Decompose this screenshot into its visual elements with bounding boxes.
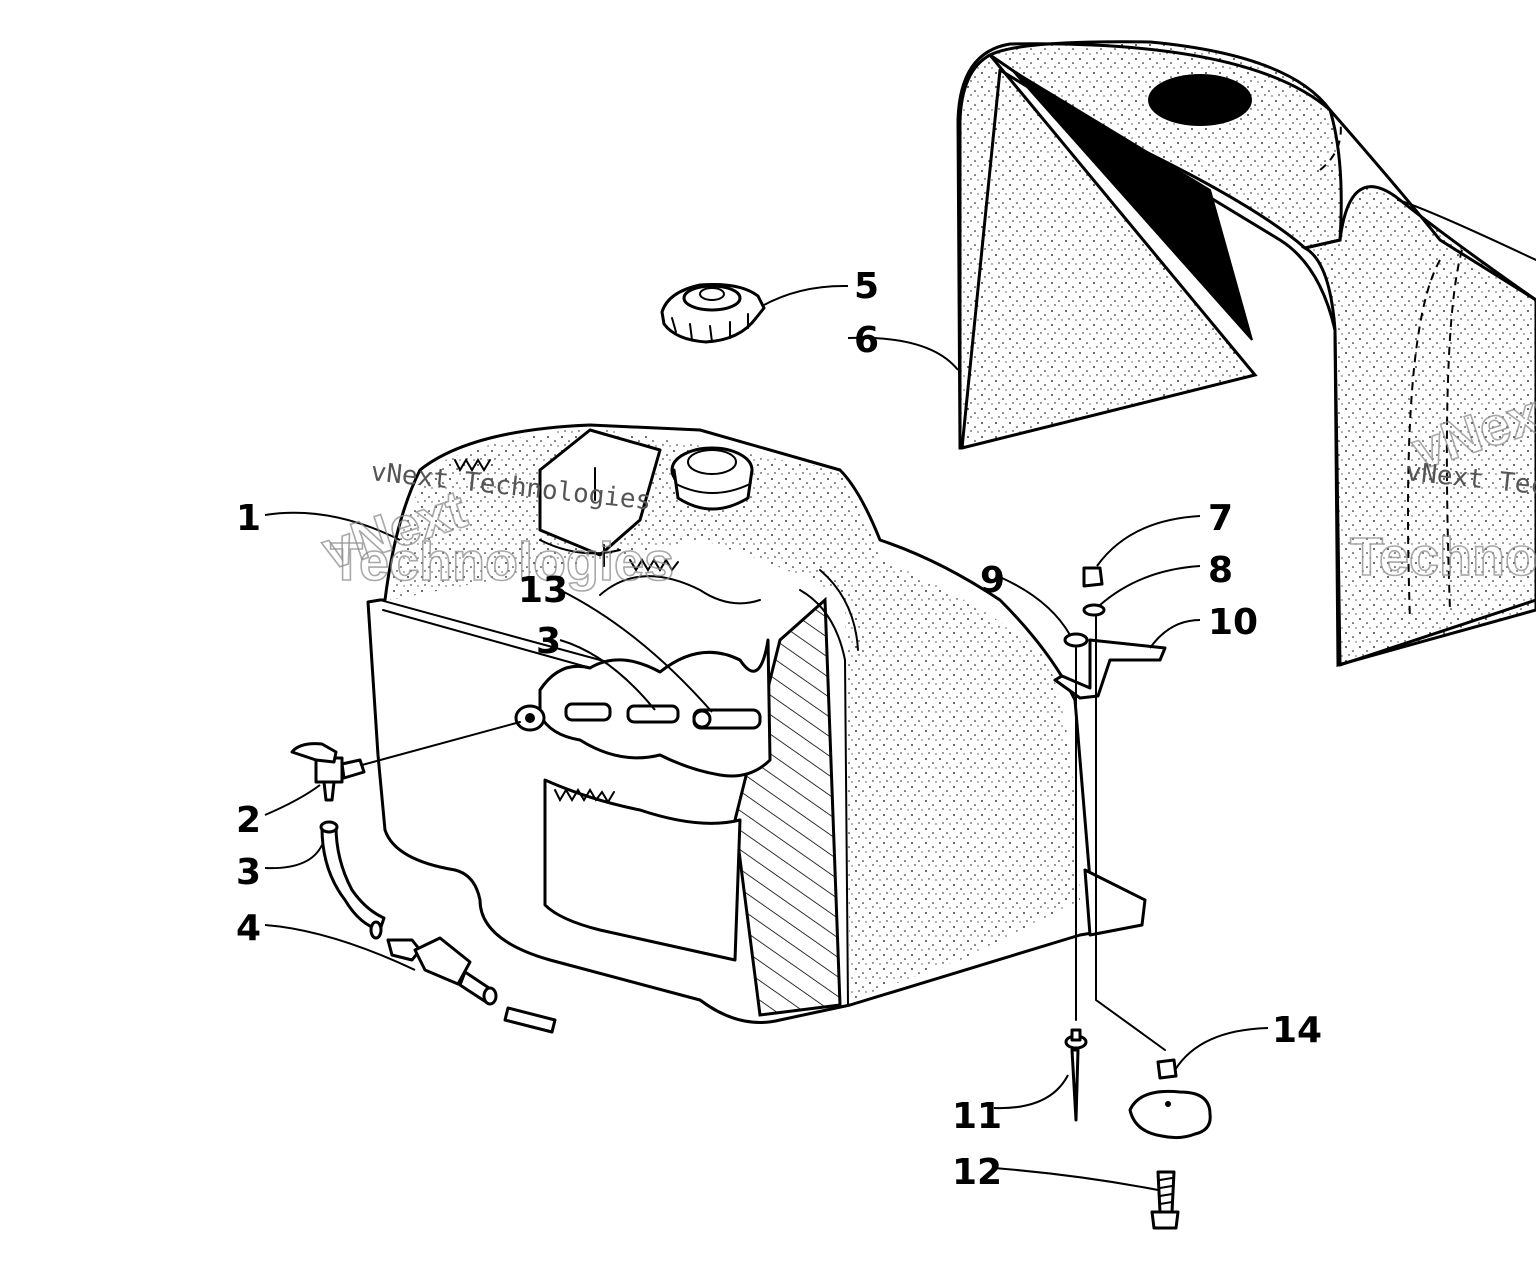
callout-3-hose: 3 <box>236 852 261 893</box>
callout-14: 14 <box>1272 1010 1322 1051</box>
callout-5: 5 <box>854 266 879 307</box>
callout-6: 6 <box>854 320 879 361</box>
watermark-brand-big-2: Technologies <box>330 532 674 592</box>
fastener-stack <box>1053 566 1212 1230</box>
fuel-hose <box>319 820 386 940</box>
callout-2: 2 <box>236 800 261 841</box>
callout-7: 7 <box>1208 498 1233 539</box>
fuel-cap <box>660 283 766 344</box>
leader-lines <box>264 284 1269 1191</box>
callout-12: 12 <box>952 1152 1002 1193</box>
watermark-brand-big-2-right: Technologies <box>1350 527 1536 587</box>
callout-4: 4 <box>236 908 261 949</box>
cover-shroud <box>956 40 1536 667</box>
fuel-valve <box>290 721 521 802</box>
callout-10: 10 <box>1208 602 1258 643</box>
callout-9: 9 <box>980 560 1005 601</box>
callouts: 1 2 3 4 3 13 5 6 7 8 9 10 11 12 14 <box>236 266 1322 1193</box>
callout-11: 11 <box>952 1096 1002 1137</box>
callout-8: 8 <box>1208 550 1233 591</box>
callout-3-internal: 3 <box>536 621 561 662</box>
callout-1: 1 <box>236 498 261 539</box>
inline-filter <box>386 936 557 1034</box>
fuel-tank <box>366 423 1147 1024</box>
callout-13: 13 <box>518 570 568 611</box>
